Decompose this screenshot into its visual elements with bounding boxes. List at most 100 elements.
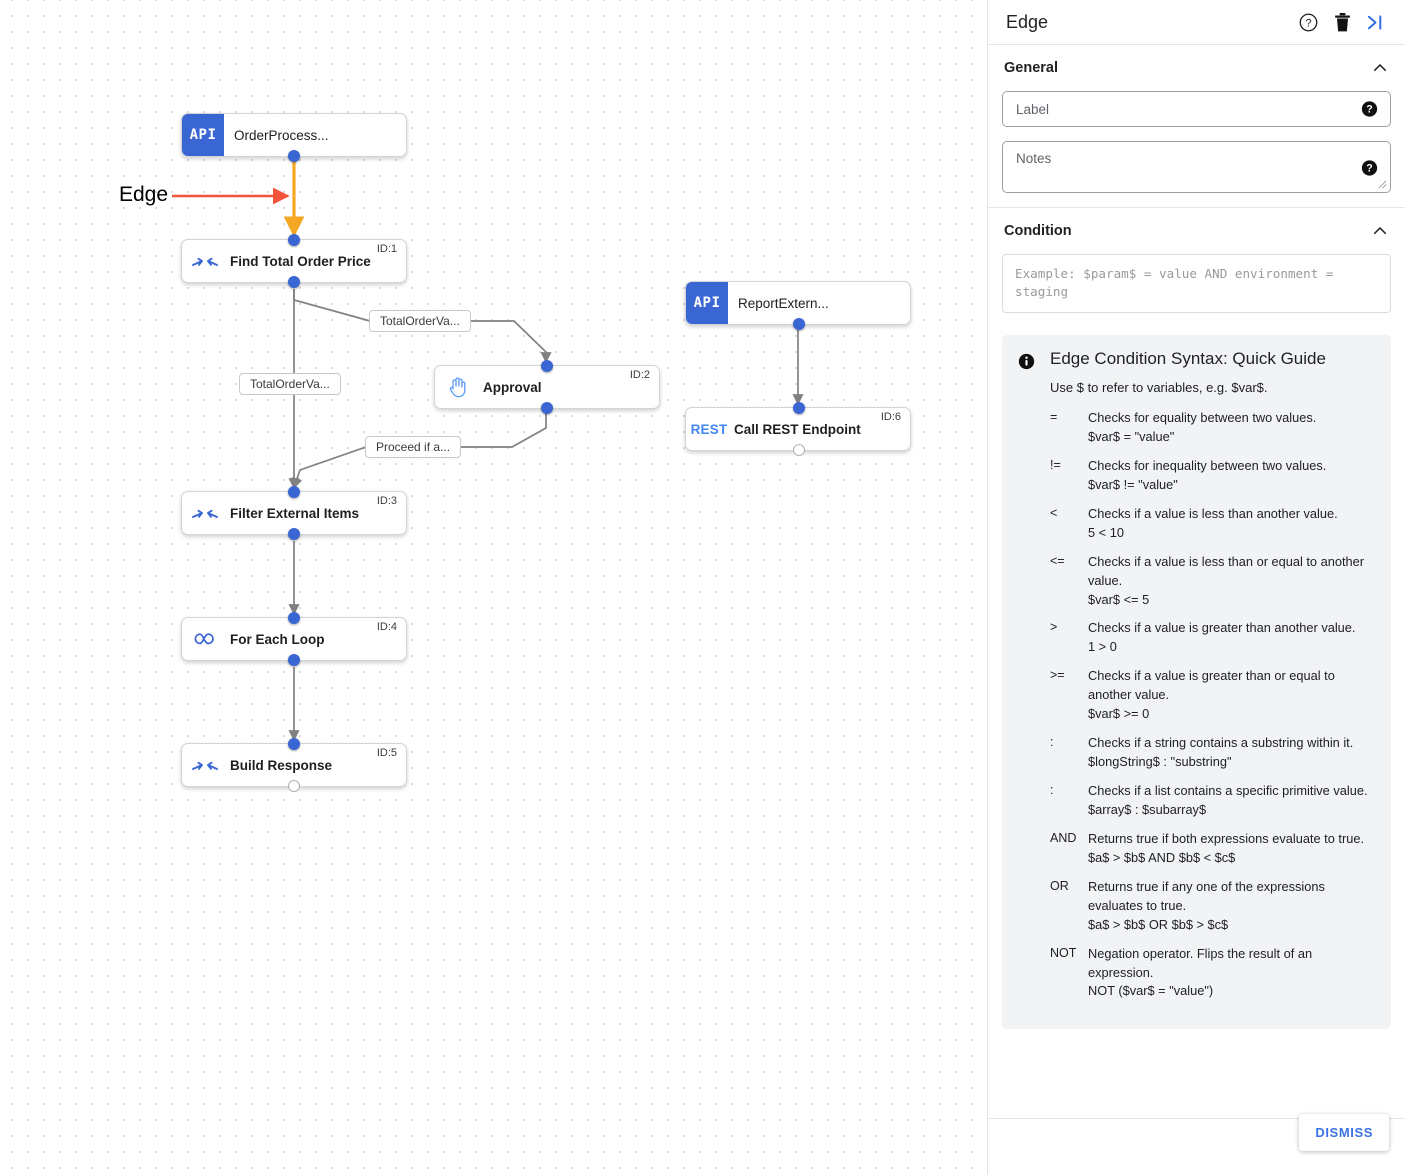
node-output-port[interactable]: [288, 780, 300, 792]
node-id-badge: ID:1: [376, 243, 397, 255]
collapse-panel-icon[interactable]: [1361, 7, 1391, 37]
panel-title: Edge: [1006, 11, 1049, 32]
guide-operator-example: $var$ = "value": [1088, 428, 1175, 444]
guide-operator-description: Checks if a value is less than or equal …: [1088, 553, 1375, 610]
node-input-port[interactable]: [288, 486, 300, 498]
dismiss-button[interactable]: DISMISS: [1299, 1114, 1389, 1151]
node-output-port[interactable]: [541, 402, 553, 414]
chevron-up-icon[interactable]: [1371, 59, 1389, 77]
guide-operator-symbol: =: [1050, 410, 1058, 424]
guide-operator-description: Negation operator. Flips the result of a…: [1088, 945, 1375, 1002]
node-filter-external-items[interactable]: Filter External Items ID:3: [181, 486, 407, 540]
flow-canvas[interactable]: Edge API OrderProcess... Find Total Orde…: [0, 0, 987, 1174]
label-field[interactable]: Label ?: [1002, 91, 1391, 127]
node-label: Find Total Order Price: [230, 253, 371, 269]
api-badge-icon: API: [182, 114, 224, 156]
node-approval[interactable]: Approval ID:2: [434, 360, 660, 414]
delete-icon[interactable]: [1327, 7, 1357, 37]
general-section-header[interactable]: General: [1002, 45, 1391, 91]
guide-operator-row: <Checks if a value is less than another …: [1050, 505, 1375, 543]
node-build-response[interactable]: Build Response ID:5: [181, 738, 407, 792]
node-output-port[interactable]: [288, 528, 300, 540]
general-section: General Label ? Notes ?: [988, 45, 1405, 193]
help-badge-icon[interactable]: ?: [1361, 101, 1378, 118]
node-label: Filter External Items: [230, 505, 360, 521]
edge-label-totalordervalue-left[interactable]: TotalOrderVa...: [239, 373, 341, 395]
guide-operator-example: $var$ != "value": [1088, 476, 1178, 492]
guide-operator-row: :Checks if a string contains a substring…: [1050, 734, 1375, 772]
guide-operator-symbol: >: [1050, 620, 1058, 635]
guide-operator-example: $longString$ : "substring": [1088, 754, 1232, 770]
condition-section-title: Condition: [1004, 223, 1072, 239]
edge-condition-quick-guide: Edge Condition Syntax: Quick Guide Use $…: [1002, 335, 1391, 1030]
guide-operator-row: NOT Negation operator. Flips the result o…: [1050, 945, 1375, 1002]
info-icon: [1018, 349, 1044, 1011]
condition-section-header[interactable]: Condition: [1002, 208, 1391, 254]
node-output-port[interactable]: [288, 276, 300, 288]
guide-operator-symbol: !=: [1050, 457, 1061, 472]
api-badge-icon: API: [686, 282, 728, 324]
edges-layer: [172, 157, 804, 742]
guide-operator-example: $a$ > $b$ AND $b$ < $c$: [1088, 849, 1236, 865]
merge-arrows-icon: [182, 492, 228, 534]
chevron-up-icon[interactable]: [1371, 222, 1389, 240]
svg-text:?: ?: [1305, 17, 1311, 29]
guide-operator-example: $var$ >= 0: [1088, 706, 1150, 722]
section-divider: [988, 207, 1405, 208]
node-label: OrderProcess...: [234, 127, 329, 143]
node-input-port[interactable]: [288, 738, 300, 750]
guide-operator-description: Checks if a list contains a specific pri…: [1088, 782, 1375, 820]
guide-operator-description: Checks for equality between two values.$…: [1088, 409, 1375, 447]
merge-arrows-icon: [182, 240, 228, 282]
guide-operator-description: Checks if a value is greater than anothe…: [1088, 619, 1375, 657]
node-output-port[interactable]: [288, 150, 300, 162]
guide-operator-row: :Checks if a list contains a specific pr…: [1050, 782, 1375, 820]
node-output-port[interactable]: [288, 654, 300, 666]
node-output-port[interactable]: [793, 444, 805, 456]
node-label: Call REST Endpoint: [734, 421, 861, 437]
infinity-icon: [182, 618, 228, 660]
guide-operator-example: NOT ($var$ = "value"): [1088, 983, 1214, 999]
node-label: Approval: [483, 379, 542, 395]
resize-handle-icon[interactable]: [1378, 180, 1387, 189]
node-id-badge: ID:4: [376, 621, 397, 633]
guide-operator-example: $var$ <= 5: [1088, 591, 1150, 607]
edge-label-totalordervalue-top[interactable]: TotalOrderVa...: [369, 310, 471, 332]
guide-operator-example: $a$ > $b$ OR $b$ > $c$: [1088, 916, 1229, 932]
node-id-badge: ID:6: [880, 411, 901, 423]
condition-input[interactable]: Example: $param$ = value AND environment…: [1002, 254, 1391, 313]
edge-label-proceed-if[interactable]: Proceed if a...: [365, 436, 462, 458]
node-input-port[interactable]: [288, 612, 300, 624]
panel-footer: DISMISS: [988, 1114, 1405, 1174]
guide-operator-description: Returns true if both expressions evaluat…: [1088, 830, 1375, 868]
node-output-port[interactable]: [793, 318, 805, 330]
node-orderprocess[interactable]: API OrderProcess...: [181, 113, 407, 162]
guide-operator-example: 5 < 10: [1088, 524, 1124, 540]
guide-operator-example: $array$ : $subarray$: [1088, 801, 1207, 817]
notes-field[interactable]: Notes ?: [1002, 141, 1391, 193]
node-label: For Each Loop: [230, 631, 325, 647]
label-field-placeholder: Label: [1016, 101, 1050, 117]
node-input-port[interactable]: [288, 234, 300, 246]
general-section-title: General: [1004, 60, 1058, 76]
svg-text:?: ?: [1366, 163, 1372, 175]
node-id-badge: ID:5: [376, 747, 397, 759]
panel-body: General Label ? Notes ?: [988, 45, 1405, 1118]
node-input-port[interactable]: [541, 360, 553, 372]
node-reportextern[interactable]: API ReportExtern...: [685, 281, 911, 330]
node-input-port[interactable]: [793, 402, 805, 414]
node-find-total-order-price[interactable]: Find Total Order Price ID:1: [181, 234, 407, 288]
help-badge-icon[interactable]: ?: [1361, 160, 1378, 177]
node-call-rest-endpoint[interactable]: REST Call REST Endpoint ID:6: [685, 402, 911, 456]
guide-operator-symbol: NOT: [1050, 945, 1077, 960]
help-icon[interactable]: ?: [1293, 7, 1323, 37]
guide-operator-list: = Checks for equality between two values.…: [1050, 409, 1375, 1001]
node-for-each-loop[interactable]: For Each Loop ID:4: [181, 612, 407, 666]
node-id-badge: ID:2: [629, 369, 650, 381]
guide-operator-description: Checks if a string contains a substring …: [1088, 734, 1375, 772]
node-label: Build Response: [230, 757, 333, 773]
node-label: ReportExtern...: [738, 295, 829, 311]
notes-field-placeholder: Notes: [1016, 151, 1052, 166]
